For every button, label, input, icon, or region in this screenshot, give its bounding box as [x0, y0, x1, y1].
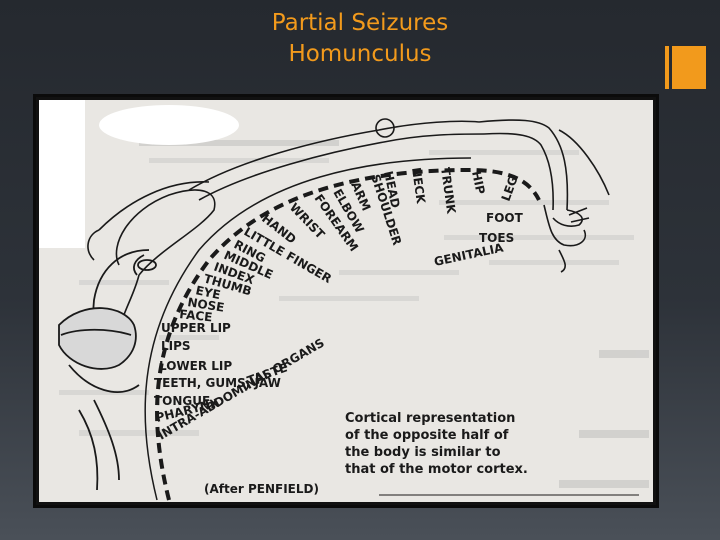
- homunculus-illustration: HIP TRUNK NECK HEAD SHOULDER ARM ELBOW F…: [39, 100, 653, 502]
- label-foot: FOOT: [486, 211, 524, 225]
- caption-line-4: that of the motor cortex.: [345, 462, 528, 477]
- accent-bar-thin: [665, 46, 669, 89]
- label-neck: NECK: [409, 166, 428, 205]
- accent-bar-thick: [672, 46, 706, 89]
- caption-line-1: Cortical representation: [345, 411, 515, 426]
- label-lower-lip: LOWER LIP: [159, 359, 232, 373]
- caption-line-2: of the opposite half of: [345, 428, 509, 443]
- label-trunk: TRUNK: [438, 166, 458, 215]
- scan-patch: [99, 105, 239, 145]
- label-upper-lip: UPPER LIP: [161, 321, 231, 335]
- scan-patch: [39, 100, 85, 248]
- slide-title-line-2: Homunculus: [0, 39, 720, 70]
- figure-credit: (After PENFIELD): [204, 482, 319, 496]
- label-leg: LEG: [499, 174, 521, 203]
- slide-title-line-1: Partial Seizures: [0, 8, 720, 39]
- caption-line-3: the body is similar to: [345, 445, 501, 460]
- label-hip: HIP: [469, 170, 488, 196]
- slide-title: Partial Seizures Homunculus: [0, 8, 720, 70]
- homunculus-figure: HIP TRUNK NECK HEAD SHOULDER ARM ELBOW F…: [33, 94, 659, 508]
- homunculus-face-sketch: [59, 250, 156, 490]
- label-lips: LIPS: [161, 339, 191, 353]
- figure-paper: HIP TRUNK NECK HEAD SHOULDER ARM ELBOW F…: [39, 100, 653, 502]
